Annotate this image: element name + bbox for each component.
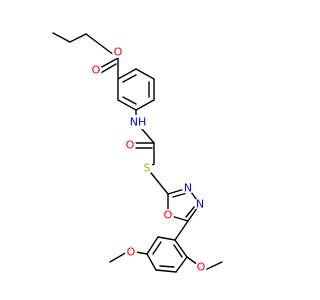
bond-aryl-1 [157, 236, 176, 241]
bond-oxadiazole-inner-1 [172, 192, 188, 198]
svg-text:O: O [114, 46, 123, 59]
atom-n4-ring: N [194, 198, 206, 211]
bond-oxadiazole-aryl [174, 220, 189, 241]
molecule-diagram: O O NH O S N N [52, 32, 223, 274]
bond-layer [52, 32, 223, 273]
svg-text:O: O [197, 261, 206, 274]
atom-o-carbonyl-ester: O [90, 64, 102, 77]
svg-text:N: N [196, 198, 204, 211]
bond-aryl-2 [146, 236, 159, 255]
svg-text:NH: NH [130, 116, 147, 129]
atom-layer: O O NH O S N N [90, 46, 207, 274]
bond-ethyl-ch2-o [69, 33, 87, 43]
atom-o-carbonyl-amide: O [124, 139, 136, 152]
bond-ethyl-ch3 [52, 32, 71, 43]
bond-aryl-6 [174, 239, 188, 258]
structure-drawing: O O NH O S N N [52, 32, 223, 274]
bond-aryl-inner-2 [159, 265, 175, 268]
svg-text:O: O [164, 209, 173, 222]
bond-benzene-inner-1 [122, 74, 137, 83]
bond-benzene-1 [117, 68, 137, 80]
bond-benzene-4 [135, 99, 155, 111]
bond-o-methyl-right [204, 261, 223, 271]
bond-c-o-double-2 [98, 63, 117, 75]
svg-text:O: O [92, 64, 101, 77]
bond-c-o-double-1 [99, 57, 119, 69]
atom-o-methoxy-right: O [195, 261, 207, 274]
atom-n3-ring: N [182, 182, 194, 195]
svg-text:N: N [184, 182, 192, 195]
atom-o-methoxy-left: O [125, 246, 137, 259]
svg-text:O: O [127, 246, 136, 259]
atom-s-thioether: S [141, 162, 153, 175]
bond-aryl-o-left [135, 251, 148, 255]
atom-o1-ring: O [162, 209, 174, 222]
bond-benzene-2 [135, 68, 155, 80]
bond-aryl-3 [146, 253, 157, 271]
svg-text:S: S [144, 162, 151, 175]
bond-o-methyl-left [109, 251, 128, 263]
bond-oxadiazole-inner-2 [185, 205, 196, 218]
bond-benzene-5 [117, 99, 137, 111]
bond-benzene-inner-3 [122, 96, 137, 105]
bond-aryl-5 [175, 256, 188, 273]
bond-aryl-inner-3 [173, 244, 183, 258]
svg-text:O: O [126, 139, 135, 152]
bond-aryl-4 [155, 269, 177, 273]
atom-nh-amide: NH [129, 115, 147, 129]
atom-o-ester: O [112, 46, 124, 59]
bond-aryl-inner-1 [152, 241, 162, 255]
